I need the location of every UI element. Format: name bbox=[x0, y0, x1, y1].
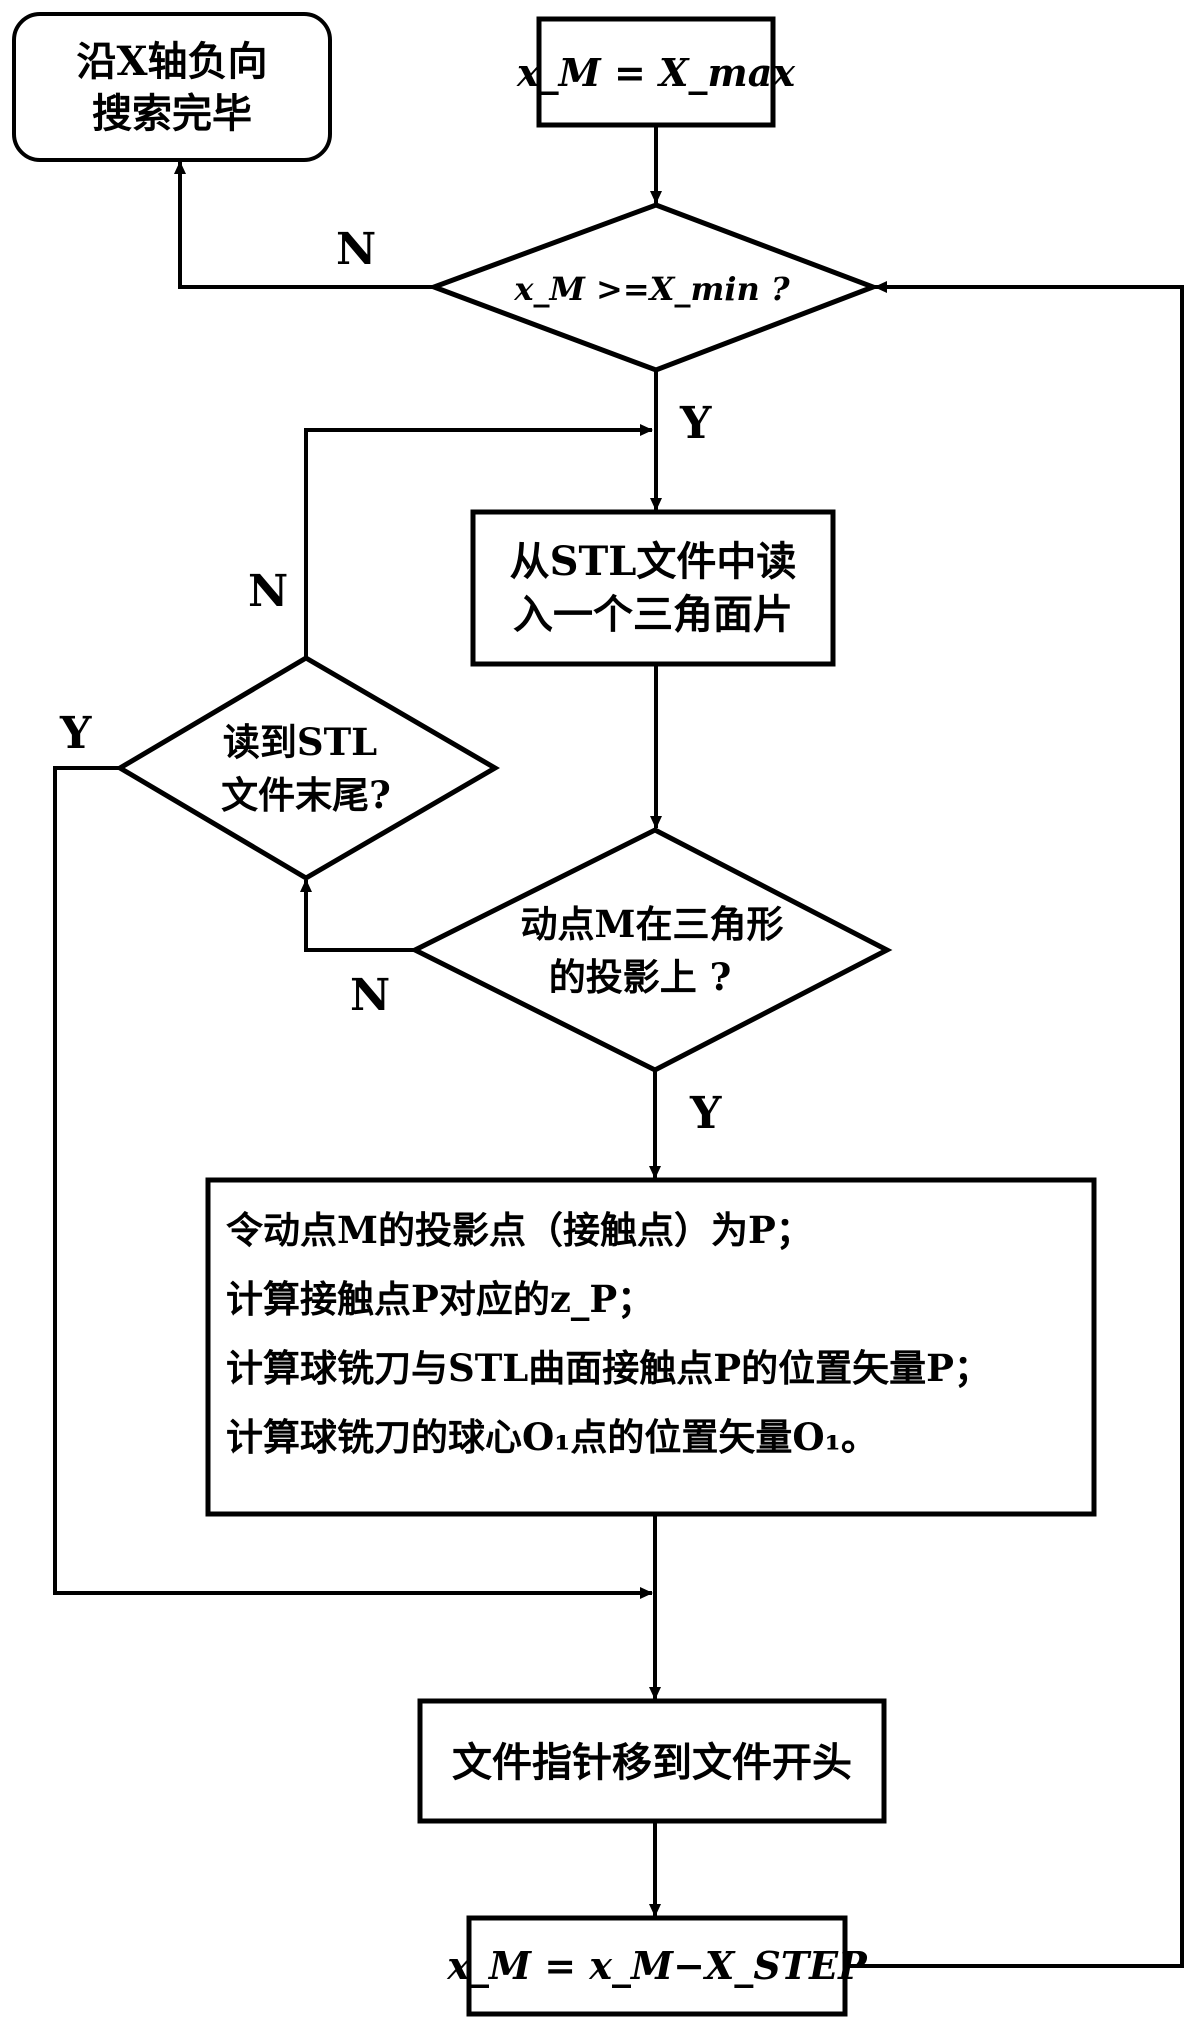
step-box bbox=[466, 1915, 848, 2017]
arrow-eof-yes-to-merge bbox=[53, 766, 653, 1599]
read-facet-box bbox=[470, 509, 836, 667]
init-box-text: x_M = X_max bbox=[516, 50, 796, 95]
projection-yes-label: Y bbox=[689, 1088, 722, 1139]
compute-box bbox=[205, 1177, 1097, 1517]
in-projection-diamond bbox=[409, 827, 893, 1073]
check-x-no-label: N bbox=[336, 224, 376, 275]
check-x-text: x_M >=X_min ? bbox=[513, 270, 790, 308]
projection-line2: 的投影上 ? bbox=[549, 955, 732, 999]
arrow-projection-no-to-eof bbox=[300, 879, 415, 952]
step-box-text: x_M = x_M−X_STEP bbox=[446, 1943, 868, 1988]
rewind-box bbox=[417, 1698, 887, 1824]
end-box-line2: 搜索完毕 bbox=[92, 90, 252, 137]
eof-no-label: N bbox=[248, 566, 288, 617]
projection-no-label: N bbox=[350, 970, 390, 1021]
compute-line-4: 计算球铣刀的球心O₁点的位置矢量O₁。 bbox=[226, 1415, 878, 1459]
compute-line-1: 令动点M的投影点（接触点）为P； bbox=[226, 1208, 813, 1252]
arrow-step-loop-to-check bbox=[845, 281, 1184, 1968]
eof-diamond bbox=[115, 655, 500, 881]
eof-line1: 读到STL bbox=[223, 720, 377, 764]
eof-line2: 文件末尾? bbox=[221, 773, 391, 817]
end-box bbox=[12, 12, 332, 162]
eof-yes-label: Y bbox=[59, 708, 92, 759]
arrow-check-no-to-end bbox=[174, 161, 434, 289]
read-facet-line2: 入一个三角面片 bbox=[513, 591, 793, 638]
rewind-box-text: 文件指针移到文件开头 bbox=[452, 1739, 852, 1786]
end-box-line1: 沿X轴负向 bbox=[76, 38, 267, 85]
check-x-yes-label: Y bbox=[679, 398, 712, 449]
compute-line-3: 计算球铣刀与STL曲面接触点P的位置矢量P； bbox=[226, 1346, 991, 1390]
arrow-eof-no-to-read bbox=[304, 424, 653, 658]
init-box bbox=[536, 16, 776, 128]
read-facet-line1: 从STL文件中读 bbox=[510, 538, 797, 585]
projection-line1: 动点M在三角形 bbox=[521, 902, 784, 946]
compute-line-2: 计算接触点P对应的z_P； bbox=[226, 1277, 654, 1321]
